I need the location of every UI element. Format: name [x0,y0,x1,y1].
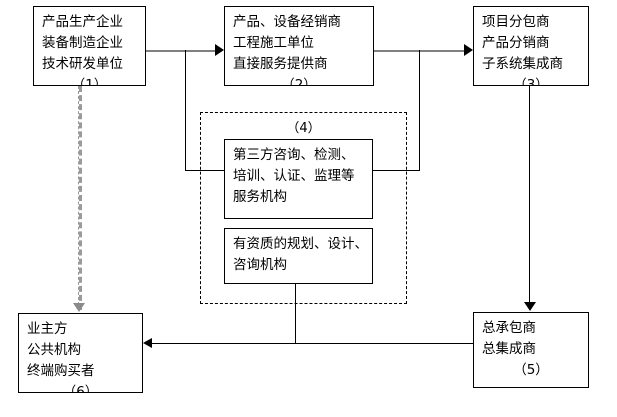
connector-left-branch-vertical [185,50,186,171]
node-general-contractor-line-2: 总集成商 [482,341,536,357]
node-third-party-line-3: 服务机构 [233,189,287,205]
node-producer-text: 产品生产企业 装备制造企业 技术研发单位 （1） [34,7,145,86]
node-producer-line-3: 技术研发单位 [42,56,123,72]
node-subcontractor-line-3: 子系统集成商 [482,56,563,72]
arrowhead-producer-to-owner [73,303,85,312]
node-subcontractor-number: （3） [513,77,549,86]
node-third-party-text: 第三方咨询、检测、 培训、认证、监理等 服务机构 [225,140,372,208]
node-qualified-institutions[interactable]: 有资质的规划、设计、 咨询机构 [224,228,373,284]
service-group-container [200,112,407,304]
node-owner-line-1: 业主方 [27,321,68,337]
node-dealer-line-1: 产品、设备经销商 [233,14,341,30]
node-qualified-text: 有资质的规划、设计、 咨询机构 [225,229,372,276]
node-producer[interactable]: 产品生产企业 装备制造企业 技术研发单位 （1） [33,6,146,86]
node-qualified-line-2: 咨询机构 [233,257,287,273]
connector-right-branch-horizontal [372,170,420,171]
connector-dealer-to-subcontractor [374,50,467,52]
node-dealer-line-2: 工程施工单位 [233,35,314,51]
node-general-contractor-line-1: 总承包商 [482,320,536,336]
connector-subcontractor-to-contractor [529,86,530,303]
node-general-contractor-text: 总承包商 总集成商 （5） [474,313,588,381]
connector-qualified-to-bottom-bus [295,284,296,344]
node-producer-line-2: 装备制造企业 [42,35,123,51]
node-third-party-line-1: 第三方咨询、检测、 [233,147,355,163]
node-dealer-text: 产品、设备经销商 工程施工单位 直接服务提供商 （2） [225,7,373,86]
node-owner-text: 业主方 公共机构 终端购买者 （6） [19,314,142,393]
node-dealer[interactable]: 产品、设备经销商 工程施工单位 直接服务提供商 （2） [224,6,374,86]
node-third-party-line-2: 培训、认证、监理等 [233,168,355,184]
node-subcontractor[interactable]: 项目分包商 产品分销商 子系统集成商 （3） [473,6,589,86]
arrowhead-contractor-to-owner [143,338,152,348]
node-third-party-services[interactable]: 第三方咨询、检测、 培训、认证、监理等 服务机构 [224,139,373,219]
service-group-label: （4） [286,121,321,136]
node-owner-line-2: 公共机构 [27,342,81,358]
node-general-contractor-number: （5） [513,362,549,378]
node-owner-number: （6） [62,384,99,393]
arrowhead-dealer-to-subcontractor [464,44,473,56]
connector-producer-to-owner [78,86,82,310]
connector-producer-to-dealer [146,50,218,52]
node-owner[interactable]: 业主方 公共机构 终端购买者 （6） [18,313,143,393]
arrowhead-producer-to-dealer [215,44,224,56]
node-subcontractor-line-1: 项目分包商 [482,14,550,30]
connector-right-branch-vertical [419,50,420,171]
node-dealer-number: （2） [281,77,317,86]
arrowhead-subcontractor-to-contractor [524,302,536,311]
node-producer-number: （1） [71,77,108,86]
node-subcontractor-text: 项目分包商 产品分销商 子系统集成商 （3） [474,7,588,86]
node-owner-line-3: 终端购买者 [27,363,95,379]
node-subcontractor-line-2: 产品分销商 [482,35,550,51]
connector-contractor-to-owner [150,343,473,344]
connector-left-branch-horizontal [185,170,225,171]
node-general-contractor[interactable]: 总承包商 总集成商 （5） [473,312,589,388]
node-qualified-line-1: 有资质的规划、设计、 [233,236,368,252]
node-producer-line-1: 产品生产企业 [42,14,123,30]
node-dealer-line-3: 直接服务提供商 [233,56,328,72]
